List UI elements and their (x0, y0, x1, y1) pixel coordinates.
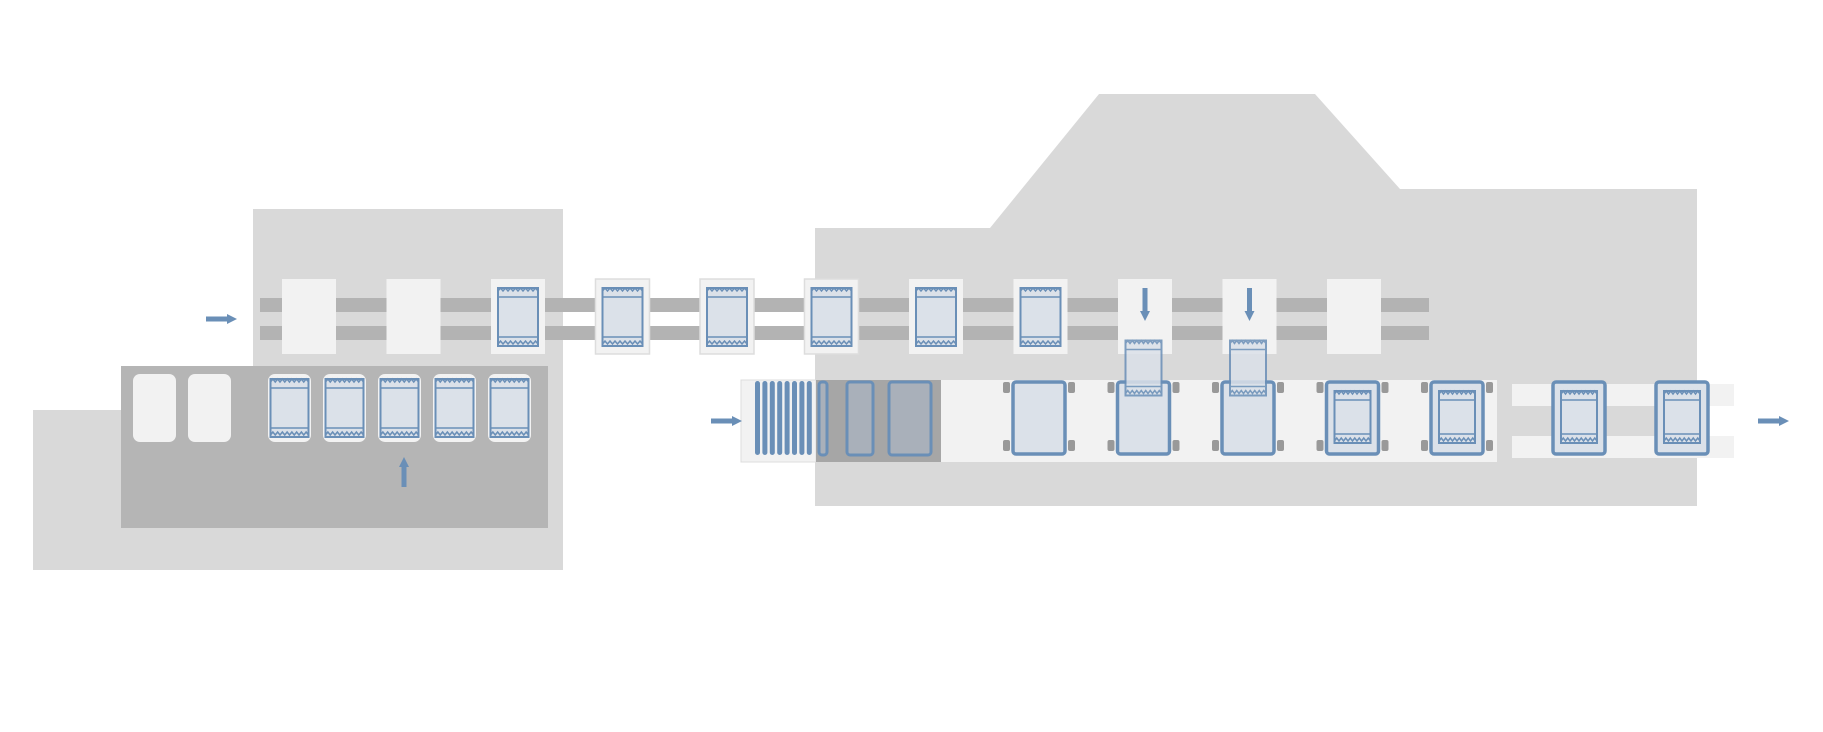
carton-pocket (1107, 339, 1180, 456)
magazine-slot-empty (133, 374, 176, 442)
carton-blank-stack (755, 381, 812, 455)
sachet-icon (1229, 339, 1267, 397)
conveyor-station (491, 279, 545, 354)
carton-blank-icon (769, 381, 775, 455)
pocket-tab (1003, 382, 1010, 393)
outfeed-carton (1551, 380, 1607, 456)
magazine-slot (433, 374, 476, 442)
carton-icon (887, 380, 933, 457)
magazine-slot-empty (188, 374, 231, 442)
carton-pocket (1003, 380, 1075, 456)
pocket-tab (1212, 382, 1219, 393)
sachet-icon (269, 377, 310, 438)
carton-blank-icon (799, 381, 805, 455)
pocket-tab (1277, 440, 1284, 451)
carton-pockets (1003, 339, 1493, 456)
pocket-tab (1172, 440, 1180, 451)
sachet-icon (1560, 389, 1598, 444)
carton-icon (845, 380, 875, 457)
carton-blank-icon (784, 381, 790, 455)
carton-icon (1011, 380, 1067, 456)
sachet-icon (489, 377, 530, 438)
sachet-icon (1663, 389, 1701, 444)
pocket-tab (1068, 382, 1075, 393)
pocket-tab (1316, 382, 1324, 393)
pocket-tab (1381, 440, 1389, 451)
conveyor-station (909, 279, 963, 354)
carton-blank-icon (806, 381, 812, 455)
sachet-icon (601, 286, 644, 347)
pocket-tab (1486, 382, 1493, 393)
conveyor-station (1013, 279, 1068, 354)
sachet-icon (1438, 389, 1476, 444)
magazine-slot (378, 374, 421, 442)
infeed-machine (33, 209, 563, 570)
carton-pocket (1316, 380, 1389, 456)
carton-icon (817, 380, 829, 457)
sachet-icon (810, 286, 853, 347)
outfeed-cartons (1551, 380, 1710, 456)
sachet-icon (434, 377, 475, 438)
conveyor-station (282, 279, 336, 354)
pocket-tab (1003, 440, 1010, 451)
carton-blank-icon (755, 381, 760, 455)
magazine-slots (133, 374, 531, 442)
pocket-tab (1421, 440, 1428, 451)
conveyor-station (386, 279, 441, 354)
pocket-tab (1068, 440, 1075, 451)
conveyor-station (803, 278, 860, 355)
sachet-icon (1124, 339, 1163, 397)
carton-blank-icon (762, 381, 768, 455)
conveyor-station (699, 278, 755, 355)
sachet-icon (915, 286, 957, 347)
magazine-slot (268, 374, 311, 442)
pocket-tab (1421, 382, 1428, 393)
conveyor-station (594, 278, 651, 355)
carton-pocket (1421, 380, 1493, 456)
magazine-slot (323, 374, 366, 442)
pocket-tab (1107, 440, 1115, 451)
pocket-tab (1486, 440, 1493, 451)
sachet-icon (1333, 389, 1372, 444)
carton-pocket (1212, 339, 1284, 456)
outfeed-carton (1654, 380, 1710, 456)
sachet-icon (497, 286, 539, 347)
conveyor-station (1327, 279, 1381, 354)
sachet-icon (379, 377, 420, 438)
sachet-icon (706, 286, 748, 347)
pocket-tab (1316, 440, 1324, 451)
carton-forming-stages (817, 380, 933, 457)
pocket-tab (1381, 382, 1389, 393)
pocket-tab (1277, 382, 1284, 393)
carton-line (711, 339, 1789, 463)
pocket-tab (1107, 382, 1115, 393)
carton-blank-icon (792, 381, 797, 455)
pocket-tab (1212, 440, 1219, 451)
sachet-icon (324, 377, 365, 438)
sachet-icon (1019, 286, 1062, 347)
magazine-slot (488, 374, 531, 442)
pocket-tab (1172, 382, 1180, 393)
carton-blank-icon (777, 381, 783, 455)
